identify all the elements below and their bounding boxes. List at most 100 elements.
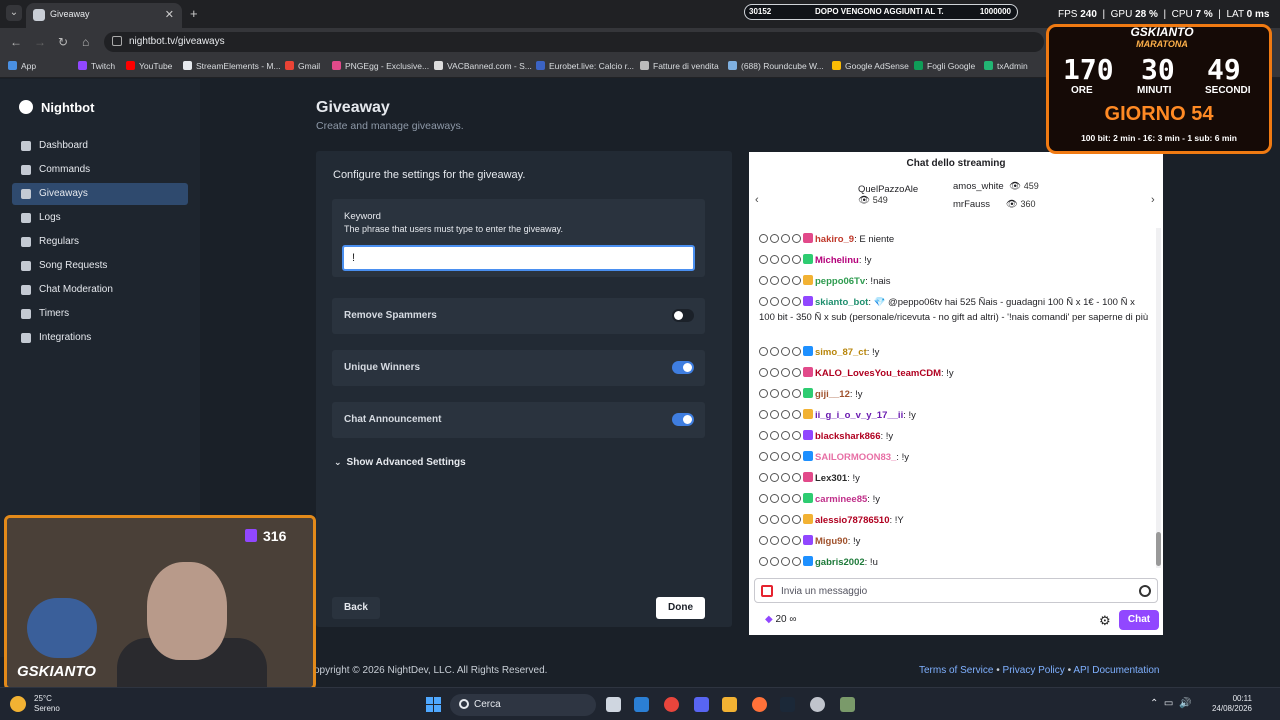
- warn-icon[interactable]: [781, 431, 790, 440]
- chrome-icon[interactable]: [664, 697, 679, 712]
- remove-spammers-toggle[interactable]: [672, 309, 694, 322]
- top-user-1[interactable]: QuelPazzoAle 👁 549: [858, 184, 919, 206]
- timeout-icon[interactable]: [770, 276, 779, 285]
- tab-list-chevron-icon[interactable]: ⌄: [6, 5, 22, 21]
- ban-icon[interactable]: [759, 410, 768, 419]
- privacy-link[interactable]: Privacy Policy: [1002, 665, 1065, 676]
- app-icon[interactable]: [840, 697, 855, 712]
- chat-username[interactable]: peppo06Tv: [815, 276, 866, 287]
- timeout-icon[interactable]: [770, 389, 779, 398]
- chat-settings-gear-icon[interactable]: ⚙: [1099, 613, 1111, 628]
- warn-icon[interactable]: [781, 255, 790, 264]
- delete-icon[interactable]: [792, 410, 801, 419]
- delete-icon[interactable]: [792, 452, 801, 461]
- system-tray[interactable]: ⌃ ▭ 🔊: [1150, 698, 1192, 709]
- ban-icon[interactable]: [759, 347, 768, 356]
- warn-icon[interactable]: [781, 276, 790, 285]
- ban-icon[interactable]: [759, 431, 768, 440]
- ban-icon[interactable]: [759, 557, 768, 566]
- site-info-icon[interactable]: [112, 36, 122, 46]
- timeout-icon[interactable]: [770, 347, 779, 356]
- weather-widget[interactable]: 25°C Sereno: [34, 694, 60, 714]
- back-button[interactable]: Back: [332, 597, 380, 619]
- bookmark-item[interactable]: Gmail: [285, 61, 320, 71]
- chat-username[interactable]: alessio78786510: [815, 515, 890, 526]
- bookmark-item[interactable]: PNGEgg - Exclusive...: [332, 61, 429, 71]
- sidebar-item-dashboard[interactable]: Dashboard: [12, 135, 188, 157]
- warn-icon[interactable]: [781, 473, 790, 482]
- sidebar-item-commands[interactable]: Commands: [12, 159, 188, 181]
- warn-icon[interactable]: [781, 557, 790, 566]
- sidebar-item-integrations[interactable]: Integrations: [12, 327, 188, 349]
- chat-username[interactable]: Michelinu: [815, 255, 859, 266]
- chat-username[interactable]: SAILORMOON83_: [815, 452, 897, 463]
- store-icon[interactable]: [634, 697, 649, 712]
- chat-username[interactable]: KALO_LovesYou_teamCDM: [815, 368, 941, 379]
- sidebar-item-regulars[interactable]: Regulars: [12, 231, 188, 253]
- timeout-icon[interactable]: [770, 297, 779, 306]
- unique-winners-toggle[interactable]: [672, 361, 694, 374]
- chat-username[interactable]: Lex301: [815, 473, 848, 484]
- chat-announcement-toggle[interactable]: [672, 413, 694, 426]
- warn-icon[interactable]: [781, 452, 790, 461]
- chat-username[interactable]: simo_87_ct: [815, 347, 867, 358]
- chat-username[interactable]: Migu90: [815, 536, 848, 547]
- windows-start-icon[interactable]: [426, 697, 441, 712]
- steam-icon[interactable]: [780, 697, 795, 712]
- taskbar-search[interactable]: Cerca: [450, 694, 596, 716]
- url-field[interactable]: nightbot.tv/giveaways: [104, 32, 1044, 52]
- timeout-icon[interactable]: [770, 410, 779, 419]
- done-button[interactable]: Done: [656, 597, 705, 619]
- taskbar-clock[interactable]: 00:11 24/08/2026: [1208, 694, 1252, 714]
- delete-icon[interactable]: [792, 536, 801, 545]
- delete-icon[interactable]: [792, 389, 801, 398]
- delete-icon[interactable]: [792, 368, 801, 377]
- ban-icon[interactable]: [759, 473, 768, 482]
- timeout-icon[interactable]: [770, 515, 779, 524]
- timeout-icon[interactable]: [770, 557, 779, 566]
- timeout-icon[interactable]: [770, 234, 779, 243]
- timeout-icon[interactable]: [770, 536, 779, 545]
- sidebar-item-logs[interactable]: Logs: [12, 207, 188, 229]
- bookmark-item[interactable]: App: [8, 61, 36, 71]
- bookmark-item[interactable]: YouTube: [126, 61, 172, 71]
- weather-moon-icon[interactable]: [10, 696, 26, 712]
- close-tab-icon[interactable]: ✕: [164, 9, 174, 21]
- ban-icon[interactable]: [759, 389, 768, 398]
- warn-icon[interactable]: [781, 494, 790, 503]
- chat-username[interactable]: carminee85: [815, 494, 868, 505]
- timeout-icon[interactable]: [770, 255, 779, 264]
- timeout-icon[interactable]: [770, 494, 779, 503]
- nightbot-brand[interactable]: Nightbot: [19, 100, 94, 115]
- keyword-input[interactable]: [342, 245, 695, 271]
- top-user-2[interactable]: amos_white 👁 459: [953, 181, 1039, 192]
- delete-icon[interactable]: [792, 494, 801, 503]
- delete-icon[interactable]: [792, 515, 801, 524]
- ban-icon[interactable]: [759, 536, 768, 545]
- bookmark-item[interactable]: Fogli Google: [914, 61, 975, 71]
- ban-icon[interactable]: [759, 494, 768, 503]
- warn-icon[interactable]: [781, 515, 790, 524]
- timeout-icon[interactable]: [770, 431, 779, 440]
- delete-icon[interactable]: [792, 557, 801, 566]
- firefox-icon[interactable]: [752, 697, 767, 712]
- back-arrow-icon[interactable]: ←: [10, 35, 22, 49]
- warn-icon[interactable]: [781, 234, 790, 243]
- top-user-3[interactable]: mrFauss 👁 360: [953, 199, 1036, 210]
- chat-username[interactable]: giji__12: [815, 389, 850, 400]
- sidebar-item-giveaways[interactable]: Giveaways: [12, 183, 188, 205]
- ban-icon[interactable]: [759, 255, 768, 264]
- chevron-right-icon[interactable]: ›: [1151, 194, 1155, 206]
- forward-arrow-icon[interactable]: →: [34, 35, 46, 49]
- chevron-left-icon[interactable]: ‹: [755, 194, 759, 206]
- chat-username[interactable]: gabris2002: [815, 557, 865, 568]
- bookmark-item[interactable]: Eurobet.live: Calcio r...: [536, 61, 634, 71]
- sidebar-item-chat-moderation[interactable]: Chat Moderation: [12, 279, 188, 301]
- delete-icon[interactable]: [792, 431, 801, 440]
- ban-icon[interactable]: [759, 297, 768, 306]
- chat-username[interactable]: ii_g_i_o_v_y_17__ii: [815, 410, 904, 421]
- ban-icon[interactable]: [759, 234, 768, 243]
- timeout-icon[interactable]: [770, 473, 779, 482]
- show-advanced-settings[interactable]: ⌄Show Advanced Settings: [334, 457, 466, 468]
- delete-icon[interactable]: [792, 234, 801, 243]
